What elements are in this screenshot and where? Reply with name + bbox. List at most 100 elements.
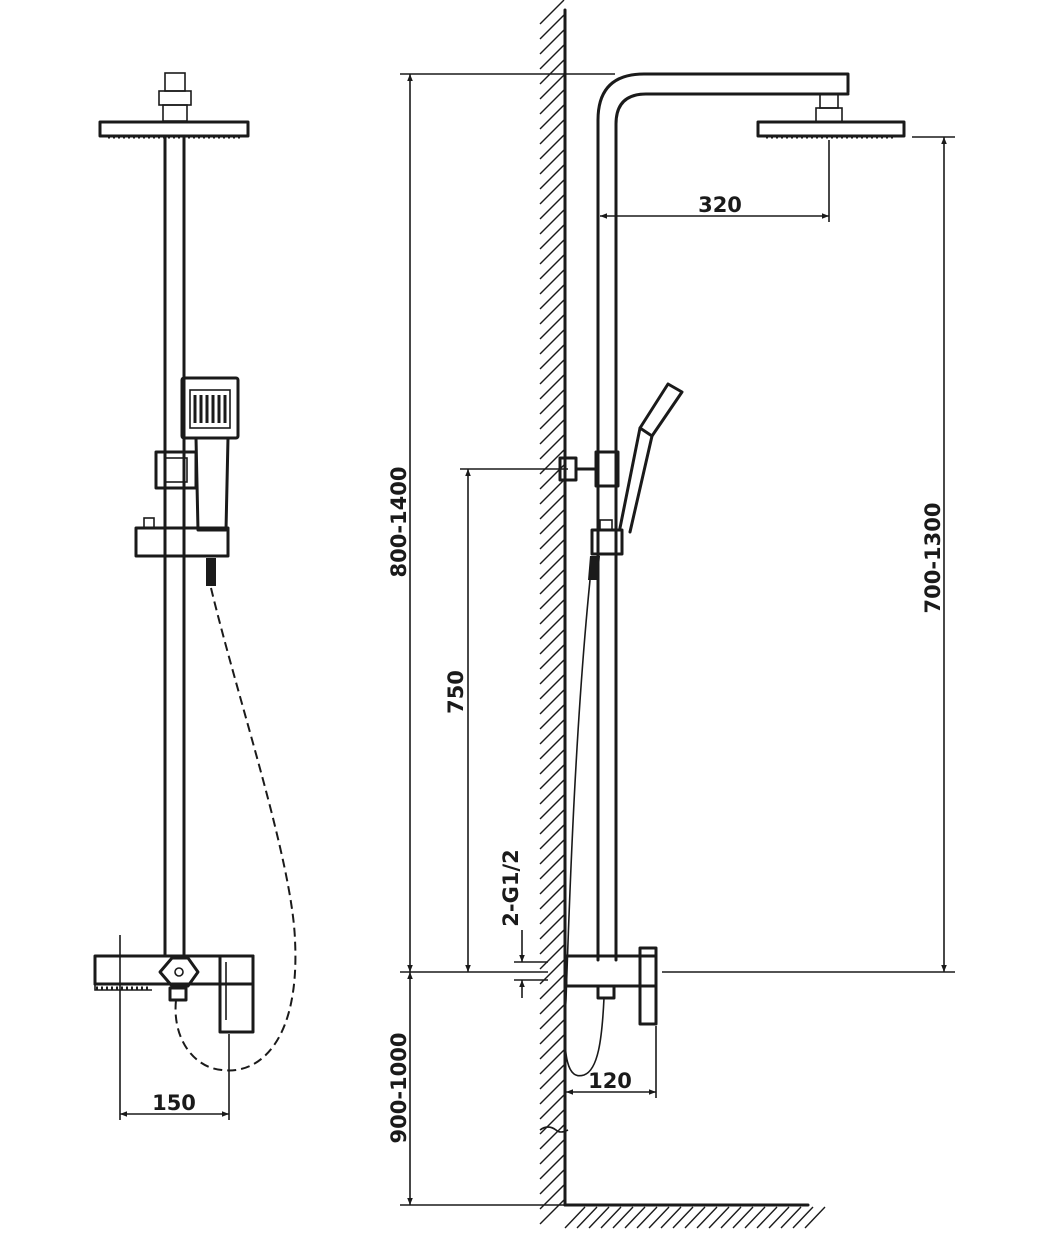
wall-hatch-line [539, 269, 565, 295]
dimension-label-900-1000: 900-1000 [387, 1033, 411, 1144]
wall-hatch-line [539, 989, 565, 1015]
slide-holder-cap-side [599, 519, 613, 531]
wall-hatch-line [539, 479, 565, 505]
wall-hatch-line [539, 839, 565, 865]
wall-hatch-line [539, 44, 565, 70]
wall-hatch-line [539, 299, 565, 325]
wall-hatch-line [539, 284, 565, 310]
wall-hatch-line [539, 1124, 565, 1150]
floor-hatch-line [732, 1206, 754, 1229]
mixer-spout [94, 984, 152, 991]
hose-connector-block [134, 526, 230, 558]
rain-shower-head [98, 120, 250, 138]
floor-hatch-line [672, 1206, 694, 1229]
wall-hatch-line [539, 1139, 565, 1165]
floor-hatch-line [660, 1206, 682, 1229]
floor-hatching [564, 1206, 826, 1229]
wall-hatch-line [539, 764, 565, 790]
dimension-label-150: 150 [152, 1091, 196, 1115]
wall-hatch-line [539, 134, 565, 160]
wall-hatch-line [539, 344, 565, 370]
hose-break-mark [539, 1126, 569, 1133]
floor-hatch-line [756, 1206, 778, 1229]
dimension-headshower-height: 700-1300 [912, 136, 955, 972]
floor-hatch-line [636, 1206, 658, 1229]
mixer-lever-side [638, 946, 658, 1026]
floor-hatch-line [684, 1206, 706, 1229]
wall-hatch-line [539, 1169, 565, 1195]
side-view: 320 800-1400 700-1300 750 [387, 0, 955, 1229]
hand-shower-slots [193, 395, 227, 423]
wall-hatching [539, 0, 565, 1225]
hose-thread-side [588, 556, 600, 580]
wall-hatch-line [539, 449, 565, 475]
floor-hatch-line [708, 1206, 730, 1229]
dimension-label-320: 320 [698, 193, 742, 217]
rain-head-swivel [819, 93, 839, 109]
wall-hatch-line [539, 779, 565, 805]
wall-hatch-line [539, 824, 565, 850]
riser-arm-outer [596, 72, 850, 962]
wall-hatch-line [539, 554, 565, 580]
wall-hatch-line [539, 119, 565, 145]
wall-hatch-line [539, 749, 565, 775]
wall-hatch-line [539, 929, 565, 955]
wall-hatch-line [539, 674, 565, 700]
floor-hatch-line [720, 1206, 742, 1229]
wall-hatch-line [539, 1094, 565, 1120]
floor-hatch-line [696, 1206, 718, 1229]
wall-hatch-line [539, 404, 565, 430]
shower-hose-side [564, 579, 605, 1077]
hose-connector-cap [143, 517, 155, 529]
wall-hatch-line [539, 329, 565, 355]
wall-hatch-line [539, 239, 565, 265]
wall-hatch-line [539, 689, 565, 715]
wall-hatch-line [539, 1154, 565, 1180]
wall-hatch-line [539, 1109, 565, 1135]
floor-hatch-line [576, 1206, 598, 1229]
wall-hatch-line [539, 944, 565, 970]
hand-shower-handle [194, 436, 230, 532]
hand-shower-side [638, 382, 684, 438]
bracket-clamp [594, 450, 620, 488]
mixer-diverter-knob [158, 956, 200, 988]
wall-hatch-line [539, 584, 565, 610]
wall-hatch-line [539, 209, 565, 235]
hand-shower-face [189, 389, 231, 429]
dimension-slide-bar: 750 [444, 468, 568, 972]
wall-hatch-line [539, 419, 565, 445]
wall-hatch-line [539, 884, 565, 910]
wall-hatch-line [539, 1004, 565, 1030]
wall-hatch-line [539, 359, 565, 385]
slide-holder-inner [164, 457, 188, 483]
hand-shower-handle-side [618, 426, 654, 534]
front-view: 150 [93, 72, 297, 1120]
wall-hatch-line [539, 974, 565, 1000]
wall-hatch-line [539, 104, 565, 130]
wall-hatch-line [539, 809, 565, 835]
wall-hatch-line [539, 164, 565, 190]
floor-hatch-line [648, 1206, 670, 1229]
wall-hatch-line [539, 1079, 565, 1105]
wall-hatch-line [539, 539, 565, 565]
dimension-inlet-spacing: 150 [119, 935, 230, 1120]
mixer-body-side [564, 954, 658, 988]
floor-hatch-line [804, 1206, 826, 1229]
wall-hatch-line [539, 794, 565, 820]
wall-hatch-line [539, 854, 565, 880]
wall-hatch-line [539, 434, 565, 460]
wall-hatch-line [539, 149, 565, 175]
wall-hatch-line [539, 1064, 565, 1090]
wall-hatch-line [539, 494, 565, 520]
hose-thread [206, 558, 216, 586]
wall-hatch-line [539, 899, 565, 925]
wall-hatch-line [539, 89, 565, 115]
floor-hatch-line [564, 1206, 586, 1229]
floor-hatch-line [600, 1206, 622, 1229]
wall-hatch-line [539, 524, 565, 550]
mixer-lever [218, 954, 255, 1034]
wall-hatch-line [539, 0, 565, 25]
mixer-diverter-center [174, 967, 184, 977]
wall-hatch-line [539, 1019, 565, 1045]
